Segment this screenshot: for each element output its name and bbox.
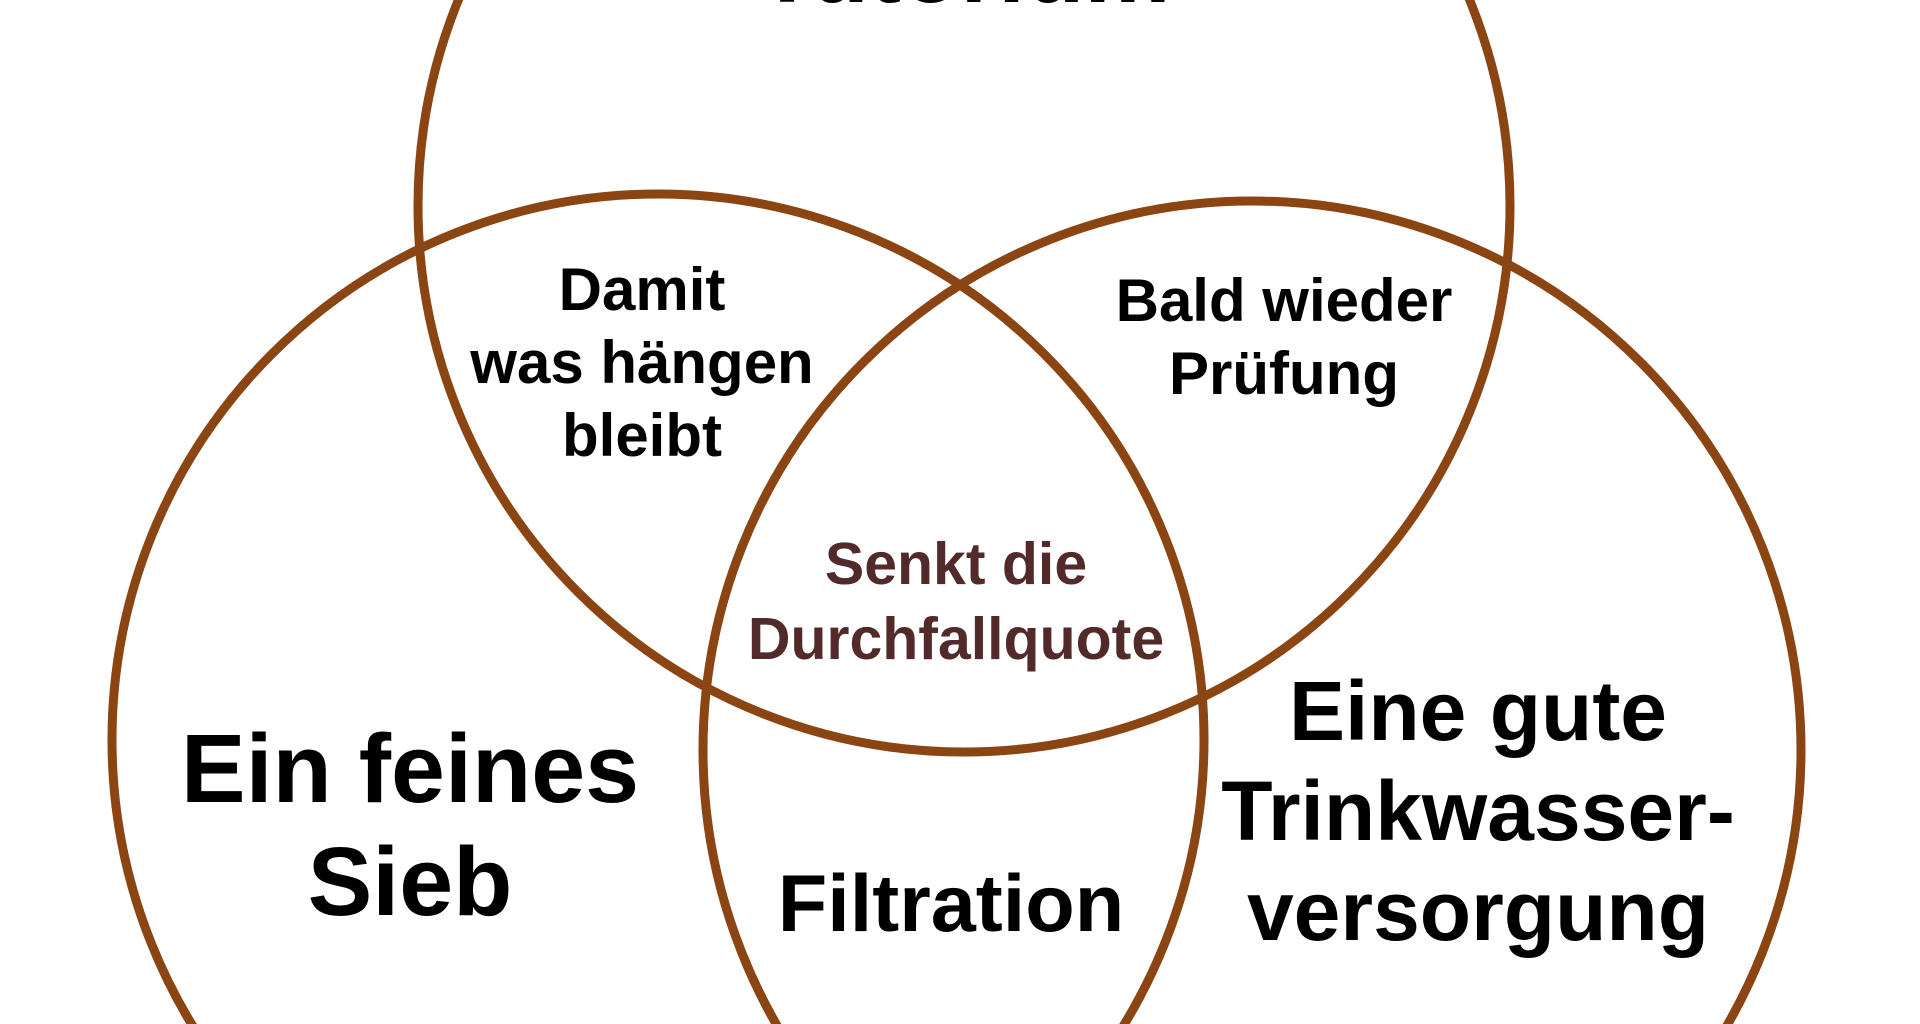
label-bottom-line-1: Filtration bbox=[777, 859, 1125, 949]
circle-sieb bbox=[107, 189, 1209, 1024]
label-right-line-3: versorgung bbox=[1246, 864, 1710, 958]
label-ein-feines-sieb: Ein feines Sieb bbox=[181, 712, 639, 938]
label-damit-was-haengen-bleibt: Damit was hängen bleibt bbox=[470, 253, 813, 472]
label-bald-wieder-pruefung: Bald wieder Prüfung bbox=[1116, 264, 1453, 410]
label-eine-gute-trinkwasserversorgung: Eine gute Trinkwasser- versorgung bbox=[1221, 661, 1735, 961]
label-overlap-tr-line-1: Bald wieder bbox=[1115, 267, 1453, 334]
label-right-line-2: Trinkwasser- bbox=[1221, 764, 1735, 858]
label-left-line-1: Ein feines bbox=[180, 714, 640, 823]
circle-trinkwasser bbox=[698, 196, 1806, 1024]
label-center-line-2: Durchfallquote bbox=[747, 606, 1165, 672]
label-center-line-1: Senkt die bbox=[824, 531, 1088, 597]
label-overlap-tl-line-2: was hängen bbox=[470, 329, 814, 396]
label-tutorium: Tutorium bbox=[757, 0, 1170, 17]
label-filtration: Filtration bbox=[778, 864, 1124, 945]
label-overlap-tl-line-3: bleibt bbox=[561, 402, 722, 469]
label-senkt-die-durchfallquote: Senkt die Durchfallquote bbox=[748, 527, 1164, 677]
label-tutorium-line-1: Tutorium bbox=[757, 0, 1170, 17]
label-overlap-tl-line-1: Damit bbox=[558, 256, 726, 323]
label-right-line-1: Eine gute bbox=[1288, 664, 1668, 758]
circle-tutorium bbox=[413, 0, 1515, 757]
label-overlap-tr-line-2: Prüfung bbox=[1169, 340, 1399, 407]
label-left-line-2: Sieb bbox=[307, 827, 513, 936]
